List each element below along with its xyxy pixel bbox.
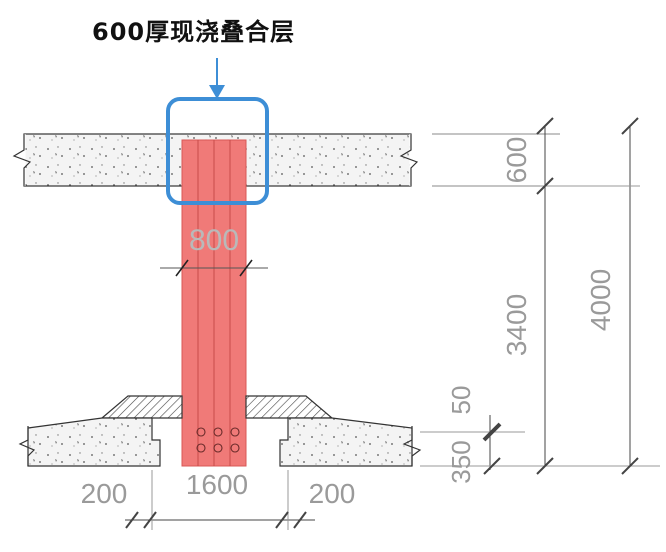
- horizontal-dimensions: [125, 470, 315, 530]
- slab-thickness-label: 600: [501, 137, 532, 184]
- right-offset-label: 200: [309, 478, 356, 509]
- clear-height-label: 3400: [501, 294, 532, 356]
- base-thickness-label: 350: [446, 440, 476, 483]
- left-offset-label: 200: [81, 478, 128, 509]
- column: [160, 139, 268, 467]
- top-slab: [12, 133, 560, 187]
- arrow-down-icon: [209, 58, 225, 99]
- column-width-label: 800: [189, 224, 239, 257]
- total-height-label: 4000: [585, 269, 616, 331]
- highlight-box: [166, 97, 269, 205]
- right-base: [245, 395, 422, 467]
- haunch-height-label: 50: [446, 386, 476, 415]
- diagram-title: 600厚现浇叠合层: [92, 18, 296, 46]
- base-width-label: 1600: [186, 469, 248, 500]
- vertical-dimensions: [420, 117, 660, 475]
- left-base: [18, 395, 183, 467]
